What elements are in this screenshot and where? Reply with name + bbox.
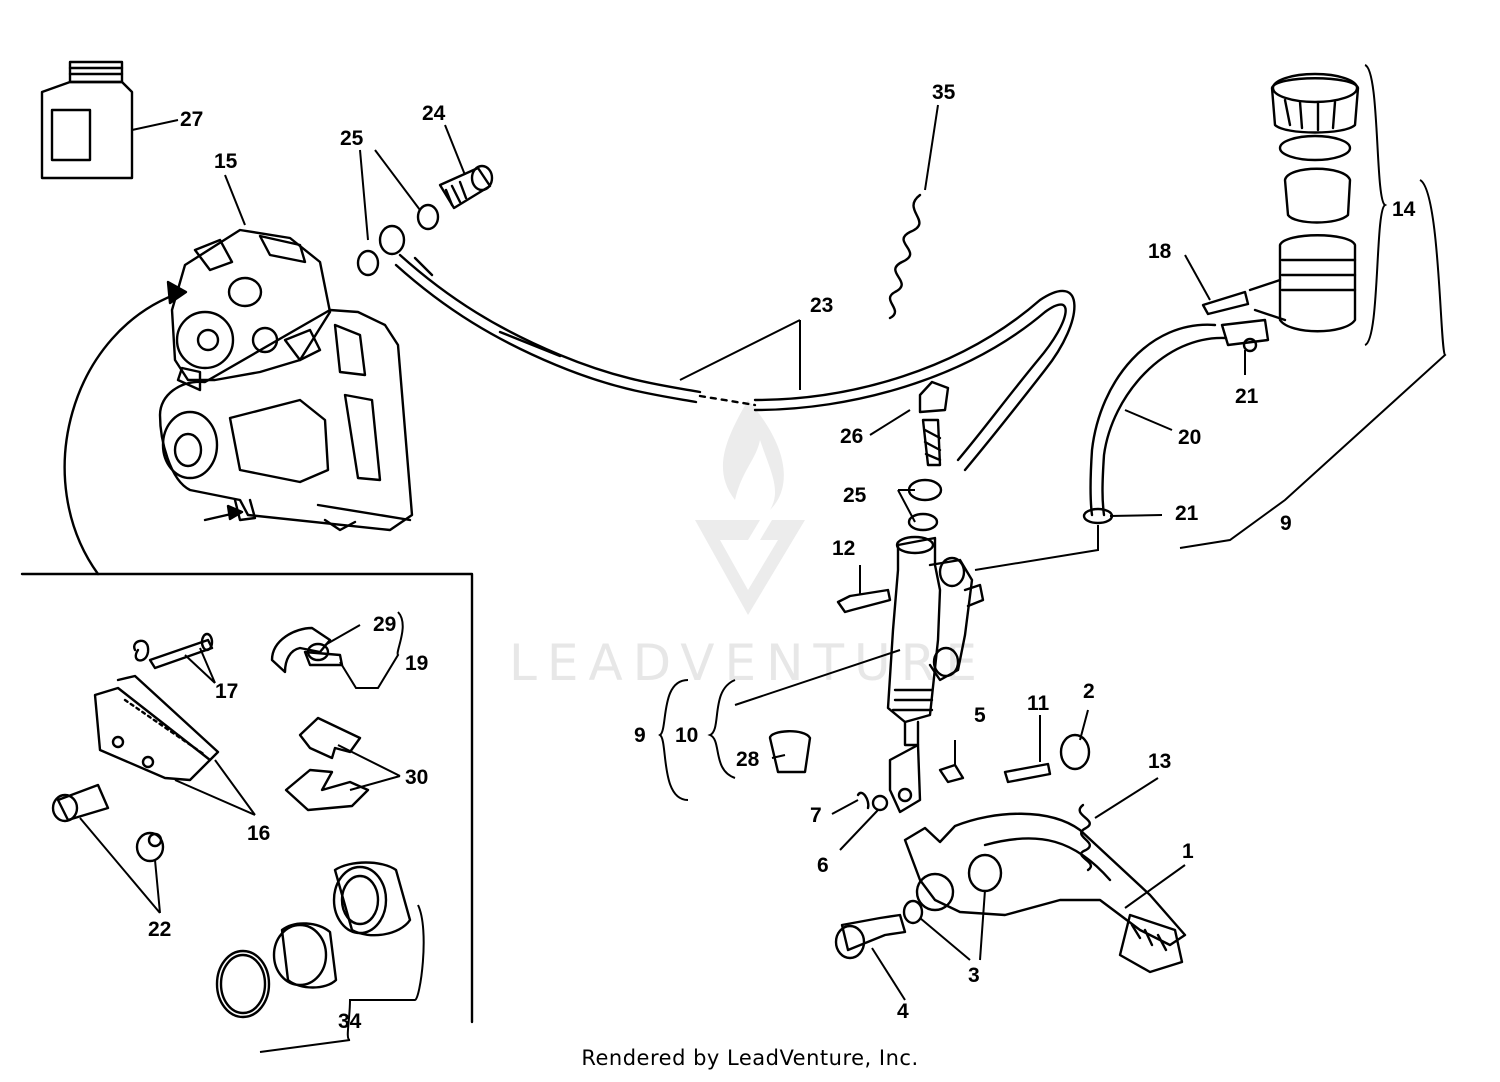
bleeder-and-cap xyxy=(270,626,344,674)
pad-springs xyxy=(284,716,370,812)
cotter-7 xyxy=(856,791,870,810)
callout-18: 18 xyxy=(1148,240,1172,263)
callout-13: 13 xyxy=(1148,750,1171,773)
callout-27: 27 xyxy=(180,108,203,131)
callout-30: 30 xyxy=(405,766,428,789)
brake-pedal xyxy=(903,812,1187,974)
callout-2: 2 xyxy=(1083,680,1095,703)
washer-3 xyxy=(902,899,924,925)
callout-29: 29 xyxy=(373,613,396,636)
callout-16: 16 xyxy=(247,822,270,845)
callout-6: 6 xyxy=(817,854,829,877)
banjo-bolt-24 xyxy=(438,164,494,210)
return-spring xyxy=(1078,803,1092,872)
callout-12: 12 xyxy=(832,537,855,560)
washer-25a xyxy=(416,203,440,231)
callout-9-pedal: 9 xyxy=(634,724,646,747)
callout-3: 3 xyxy=(968,964,980,987)
callout-21-top: 21 xyxy=(1235,385,1259,408)
callout-15: 15 xyxy=(214,150,238,173)
leader-lines xyxy=(79,64,1447,1053)
callout-5: 5 xyxy=(974,704,986,727)
callout-25-mid: 25 xyxy=(843,484,867,507)
callouts: 1 2 3 4 5 6 7 9 9 10 11 12 13 14 15 16 1… xyxy=(148,81,1416,1033)
reservoir xyxy=(1248,72,1360,333)
callout-10: 10 xyxy=(675,724,698,747)
watermark: LEADVENTURE xyxy=(509,400,987,692)
callout-4: 4 xyxy=(897,1000,909,1023)
callout-28: 28 xyxy=(736,748,760,771)
callout-20: 20 xyxy=(1178,426,1201,449)
piston-kit xyxy=(215,861,412,1019)
callout-23: 23 xyxy=(810,294,833,317)
bolt-11 xyxy=(1003,762,1052,784)
callout-21-bottom: 21 xyxy=(1175,502,1199,525)
callout-1: 1 xyxy=(1182,840,1194,863)
callout-14: 14 xyxy=(1392,198,1416,221)
detail-box xyxy=(20,572,474,1024)
hose-spiral-guard xyxy=(888,193,922,320)
callout-25-top: 25 xyxy=(340,127,364,150)
caliper-assembly xyxy=(158,228,414,532)
callout-19: 19 xyxy=(405,652,428,675)
callout-22: 22 xyxy=(148,918,171,941)
washer-6 xyxy=(871,794,889,812)
bolt-18 xyxy=(1201,290,1250,316)
callout-26: 26 xyxy=(840,425,863,448)
callout-11: 11 xyxy=(1027,692,1050,715)
callout-9-reservoir: 9 xyxy=(1280,512,1292,535)
washer-25c xyxy=(356,249,380,277)
watermark-text: LEADVENTURE xyxy=(509,634,987,692)
pad-pin xyxy=(133,632,214,670)
banjo-bolt-26 xyxy=(907,380,950,532)
boot-28 xyxy=(768,730,812,774)
clamp-21 xyxy=(1082,507,1114,525)
brake-pads xyxy=(93,674,220,782)
bolt-12 xyxy=(836,588,892,614)
pin-5 xyxy=(938,763,965,784)
callout-7: 7 xyxy=(810,804,822,827)
callout-24: 24 xyxy=(422,102,446,125)
callout-17: 17 xyxy=(215,680,238,703)
brake-hose xyxy=(394,253,1076,472)
washer-25b xyxy=(378,224,406,256)
reservoir-hose xyxy=(1089,323,1217,517)
brake-fluid-bottle xyxy=(40,60,134,180)
master-cylinder xyxy=(886,535,985,814)
pins-22 xyxy=(51,783,165,863)
callout-34: 34 xyxy=(338,1010,362,1033)
bushing-2 xyxy=(1059,733,1091,771)
detail-arrow xyxy=(63,290,184,576)
footer-credit: Rendered by LeadVenture, Inc. xyxy=(581,1046,919,1070)
callout-35: 35 xyxy=(932,81,956,104)
pivot-bolt-4 xyxy=(840,913,907,952)
